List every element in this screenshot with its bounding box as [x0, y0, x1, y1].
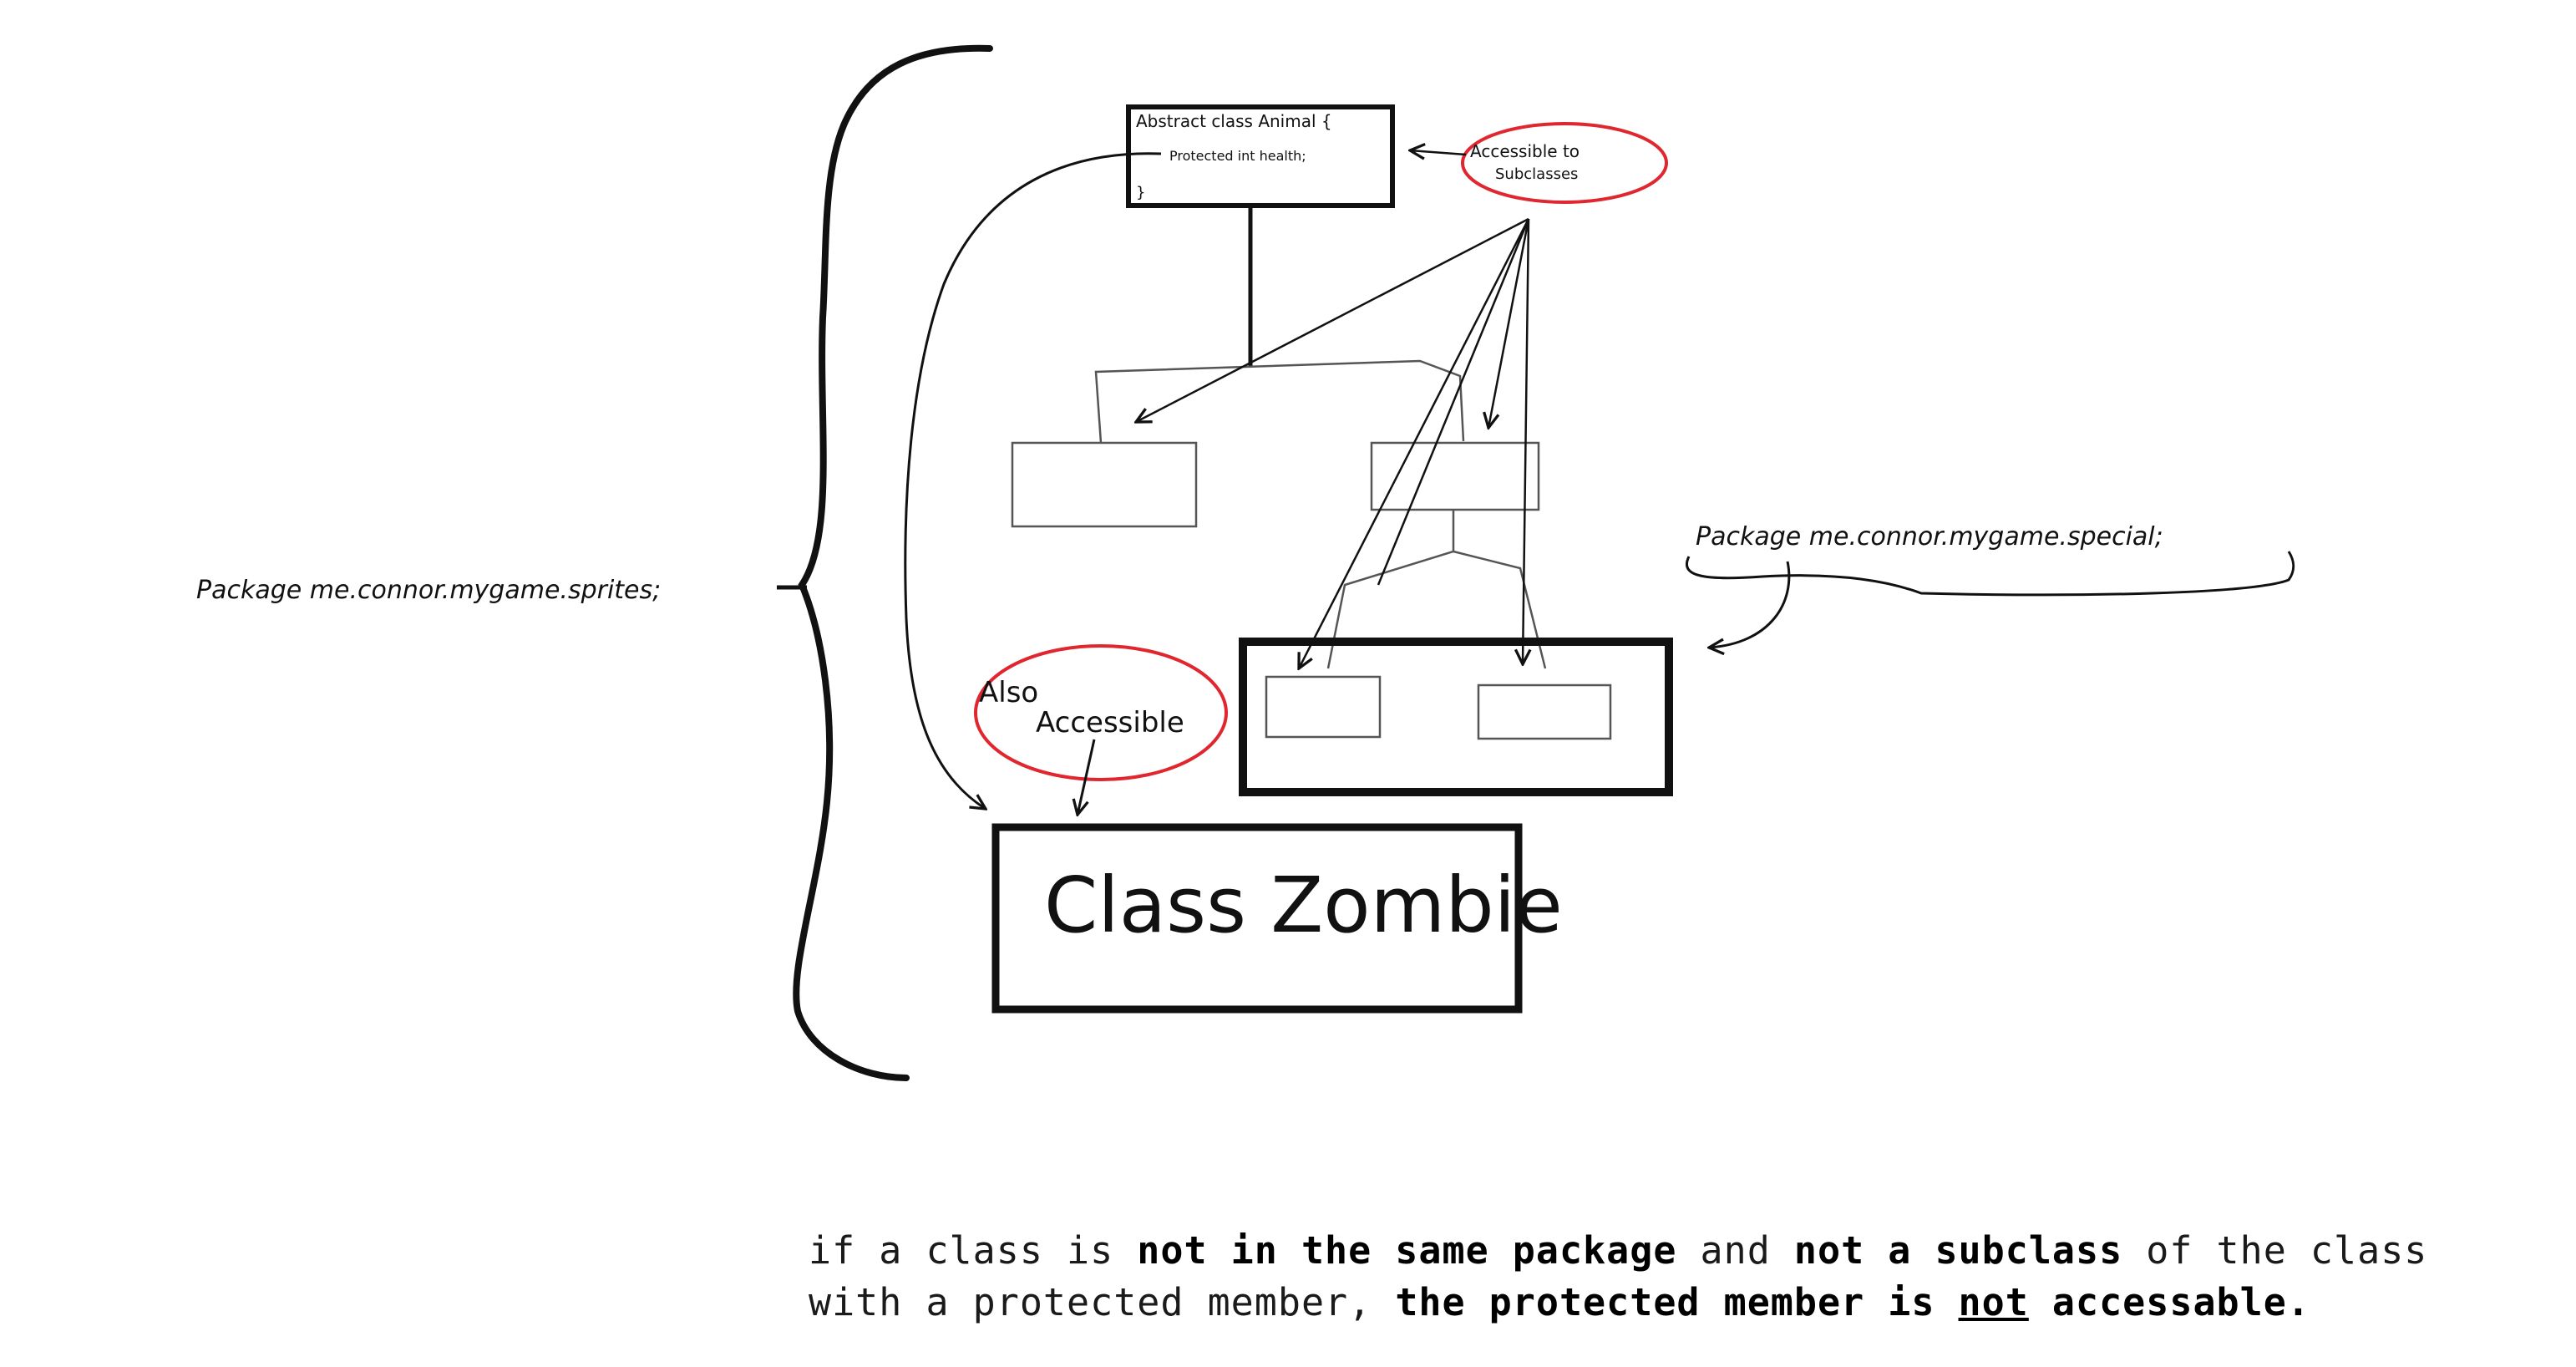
also-note-ring: [974, 644, 1228, 781]
abstract-class-close: }: [1136, 184, 1145, 201]
package-sprites-label: Package me.connor.mygame.sprites;: [196, 576, 661, 605]
caption-text-4: with a protected member,: [809, 1280, 1396, 1324]
level2-branch: [1326, 510, 1547, 669]
caption-text-2: and: [1676, 1228, 1794, 1273]
caption-bold-4: accessable.: [2028, 1280, 2310, 1324]
subclass-box-left: [1011, 441, 1198, 528]
arrow-special-label-to-box: [1709, 561, 1791, 648]
caption-bold-3: the protected member is: [1395, 1280, 1959, 1324]
arrow-also-to-zombie: [1078, 739, 1096, 815]
arrow-to-special-left: [1299, 218, 1530, 668]
arrow-to-right-subclass: [1488, 218, 1530, 428]
special-subclass-right: [1477, 684, 1612, 740]
subclasses-note-line1: Accessible to: [1470, 141, 1580, 161]
caption-text-3: of the class: [2122, 1228, 2428, 1273]
caption-underlined-not: not: [1958, 1280, 2029, 1324]
package-special-label: Package me.connor.mygame.special;: [1696, 522, 2163, 551]
sprites-package-brace: [793, 44, 993, 1081]
special-package-box: [1239, 638, 1673, 796]
special-subclass-left: [1265, 675, 1382, 739]
special-package-brace: [1685, 551, 2295, 597]
arrow-to-special-right: [1523, 218, 1529, 664]
also-note-line1: Also: [979, 676, 1038, 709]
subclasses-note-ring: [1461, 122, 1668, 204]
protected-member-line: Protected int health;: [1169, 148, 1306, 164]
zombie-class-box: [991, 823, 1523, 1014]
arrow-to-special-mid: [1377, 218, 1530, 586]
caption-bold-2: not a subclass: [1793, 1228, 2123, 1273]
also-note-line2: Accessible: [1036, 706, 1184, 739]
caption-bold-1: not in the same package: [1137, 1228, 1677, 1273]
abstract-class-header: Abstract class Animal {: [1136, 111, 1332, 131]
caption-text-1: if a class is: [809, 1228, 1138, 1273]
explanation-caption: if a class is not in the same package an…: [809, 1225, 2427, 1329]
zombie-class-label: Class Zombie: [1044, 861, 1563, 950]
abstract-animal-box: [1126, 104, 1395, 208]
subclass-box-right: [1370, 441, 1540, 511]
arrow-protected-to-zombie: [904, 152, 1162, 809]
arrow-note-to-animal: [1410, 150, 1467, 155]
arrow-to-left-subclass: [1136, 217, 1529, 422]
caption-line-2: with a protected member, the protected m…: [809, 1277, 2427, 1329]
caption-line-1: if a class is not in the same package an…: [809, 1225, 2427, 1277]
level1-branch: [1094, 359, 1465, 444]
subclasses-note-line2: Subclasses: [1495, 165, 1578, 183]
